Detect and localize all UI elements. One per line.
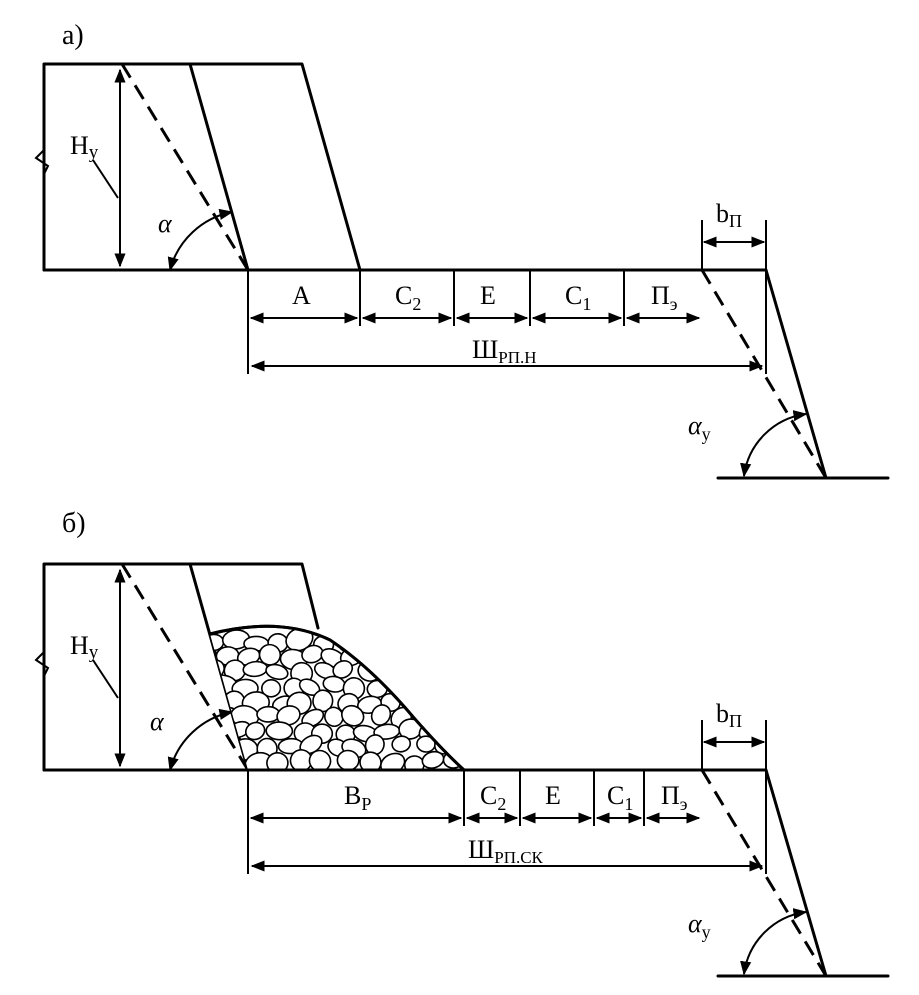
angle-label-b: α bbox=[150, 707, 165, 736]
rock-fragment bbox=[452, 676, 464, 697]
rock-fragment bbox=[370, 704, 392, 726]
rock-fragment bbox=[445, 720, 464, 743]
rock-fragment bbox=[431, 650, 452, 668]
rock-fragment bbox=[453, 733, 464, 755]
b-segment-label: C2 bbox=[480, 781, 506, 814]
upper-bench-b bbox=[42, 562, 320, 772]
rock-fragment bbox=[399, 663, 425, 685]
angle-arc-a bbox=[167, 208, 234, 272]
rock-fragment bbox=[378, 629, 400, 653]
slope-solid-a bbox=[188, 62, 250, 272]
rock-fragment bbox=[425, 634, 447, 652]
rock-fragment bbox=[429, 711, 456, 729]
a-segment-label: A bbox=[292, 281, 311, 310]
rock-fragment bbox=[456, 705, 464, 723]
rock-fragment bbox=[210, 695, 226, 712]
a-segment-label: E bbox=[480, 281, 496, 310]
rock-fragment bbox=[265, 721, 294, 741]
height-label-b: Hу bbox=[70, 631, 99, 663]
angle-arc-b bbox=[167, 708, 234, 772]
rock-fragment bbox=[380, 752, 406, 770]
rock-fragment bbox=[367, 646, 397, 667]
b-segment-label: E bbox=[545, 781, 561, 810]
rock-fragment bbox=[379, 660, 401, 683]
rock-fragment bbox=[391, 735, 412, 753]
break-mark-a bbox=[34, 149, 50, 175]
angle-u-arc-a bbox=[740, 410, 808, 478]
break-mark-b bbox=[34, 651, 50, 677]
rock-fragment bbox=[336, 749, 360, 770]
rock-fragment bbox=[428, 678, 453, 699]
lower-slope-dashed-a bbox=[700, 269, 828, 479]
segment-dimensions-b: BР C2 E C1 Пэ bbox=[249, 770, 701, 826]
rock-fragment bbox=[265, 663, 289, 681]
lower-slope-dashed-b bbox=[700, 769, 828, 977]
berm-label-b: bП bbox=[716, 699, 742, 731]
rock-fragment bbox=[266, 751, 289, 770]
upper-bench-a bbox=[42, 62, 362, 272]
muck-pile bbox=[208, 624, 466, 772]
b-segment-label: BР bbox=[344, 781, 371, 814]
b-segment-label: C1 bbox=[607, 781, 633, 814]
lower-slope-solid-a bbox=[764, 268, 828, 480]
a-segment-label: C1 bbox=[565, 281, 591, 314]
rock-fragment bbox=[213, 739, 243, 758]
rock-fragment bbox=[408, 676, 432, 697]
b-segment-label: Пэ bbox=[661, 781, 688, 814]
rock-fragment bbox=[406, 647, 433, 670]
panel-b: б) Hу α BР C2 E C1 Пэ ШРП.СК bП αу bbox=[34, 508, 890, 978]
width-label-a: ШРП.Н bbox=[472, 335, 537, 367]
berm-label-a: bП bbox=[716, 199, 742, 231]
rock-fragment bbox=[383, 648, 411, 670]
panel-b-label: б) bbox=[62, 508, 86, 539]
a-segment-label: C2 bbox=[395, 281, 421, 314]
width-label-b: ШРП.СК bbox=[468, 835, 544, 867]
rock-fragment bbox=[245, 721, 266, 741]
rock-fragment bbox=[445, 691, 464, 713]
rock-fragment bbox=[424, 660, 450, 683]
angle-u-label-a: αу bbox=[688, 411, 711, 444]
height-leader-a bbox=[92, 159, 119, 199]
angle-u-label-b: αу bbox=[688, 909, 711, 942]
rock-fragment bbox=[404, 631, 427, 653]
panel-a-label: а) bbox=[62, 20, 84, 51]
rock-fragment bbox=[276, 705, 301, 726]
rock-fragment bbox=[354, 633, 378, 651]
height-label-a: Hу bbox=[70, 131, 99, 163]
rock-fragment bbox=[440, 628, 464, 650]
rock-fragment bbox=[393, 678, 414, 696]
rock-fragment bbox=[448, 645, 464, 669]
rock-fragment bbox=[403, 755, 425, 770]
angle-label-a: α bbox=[158, 209, 173, 238]
rock-fragment bbox=[419, 688, 443, 712]
height-leader-b bbox=[92, 659, 119, 699]
angle-u-arc-b bbox=[740, 908, 808, 976]
lower-slope-solid-b bbox=[764, 768, 828, 978]
rock-fragment bbox=[256, 705, 281, 723]
a-segment-label: Пэ bbox=[651, 281, 678, 314]
panel-a: а) Hу α A C2 E C1 Пэ ШРП.Н bП bbox=[34, 20, 890, 480]
rock-fragment bbox=[261, 678, 282, 698]
segment-dimensions-a: A C2 E C1 Пэ bbox=[249, 270, 701, 326]
rock-fragment bbox=[332, 659, 354, 679]
muck-pile-top bbox=[208, 624, 466, 772]
rock-fragment bbox=[341, 704, 365, 727]
rock-fragment bbox=[445, 661, 464, 684]
